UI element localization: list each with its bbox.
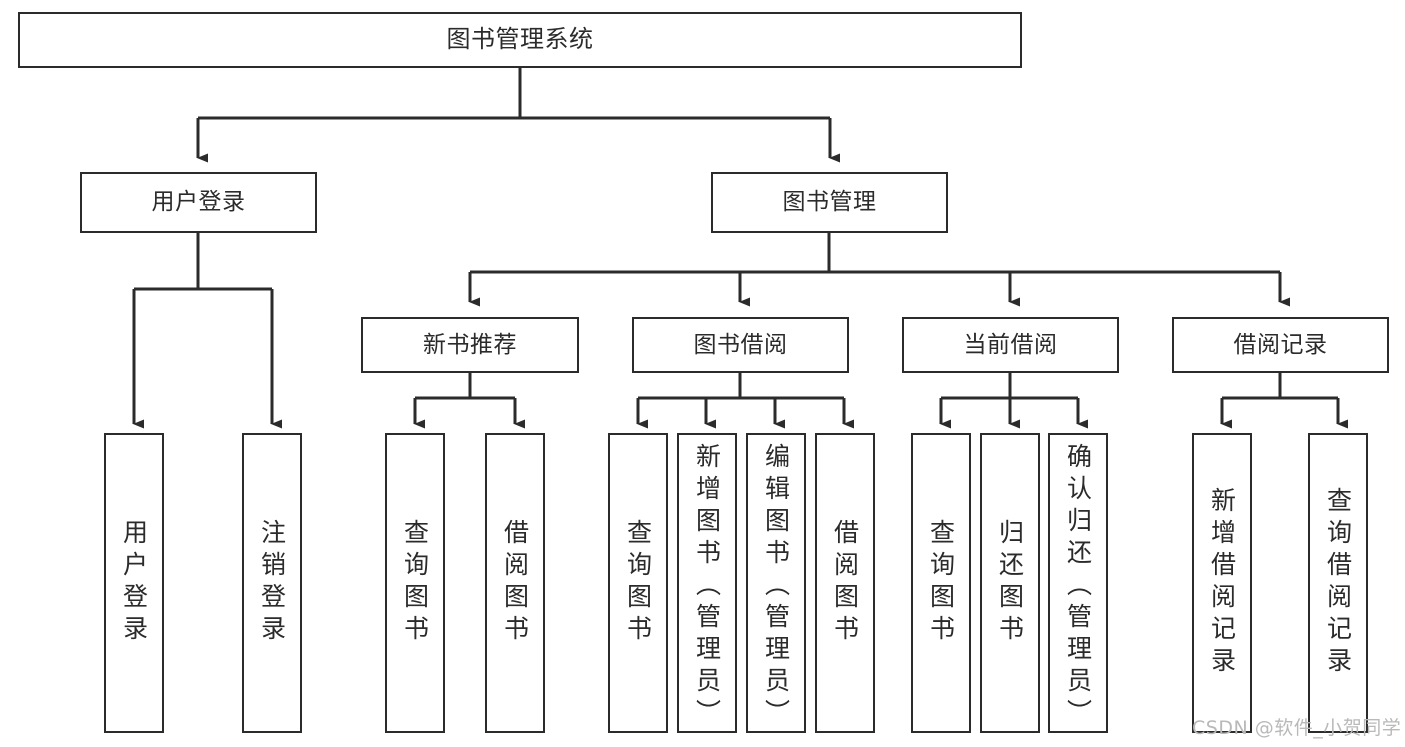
leaf-query-borrow-record[interactable]: 查询借阅记录 [1308,433,1368,733]
node-user-login[interactable]: 用户登录 [80,172,317,233]
node-label: 借阅图书 [500,519,530,647]
node-root-book-management-system[interactable]: 图书管理系统 [18,12,1022,68]
leaf-query-book-current[interactable]: 查询图书 [911,433,971,733]
watermark-text: CSDN @软件_小贺同学 [1192,717,1402,739]
leaf-logout[interactable]: 注销登录 [242,433,302,733]
node-label: 图书借阅 [693,331,788,358]
leaf-borrow-book-recommend[interactable]: 借阅图书 [485,433,545,733]
node-label: 用户登录 [119,519,149,647]
node-label: 当前借阅 [963,331,1058,358]
leaf-borrow-book[interactable]: 借阅图书 [815,433,875,733]
node-label: 新增图书（管理员） [692,443,722,731]
node-label: 查询图书 [926,519,956,647]
node-book-borrow[interactable]: 图书借阅 [632,317,849,373]
node-label: 新书推荐 [423,331,517,358]
node-label: 图书管理 [782,189,877,216]
node-label: 注销登录 [257,519,287,647]
leaf-confirm-return-admin[interactable]: 确认归还（管理员） [1048,433,1108,733]
node-label: 查询图书 [623,519,653,647]
node-label: 借阅图书 [830,519,860,647]
node-new-book-recommend[interactable]: 新书推荐 [361,317,579,373]
node-label: 图书管理系统 [446,25,594,54]
leaf-add-borrow-record[interactable]: 新增借阅记录 [1192,433,1252,733]
node-label: 归还图书 [995,519,1025,647]
leaf-add-book-admin[interactable]: 新增图书（管理员） [677,433,737,733]
node-label: 查询借阅记录 [1323,487,1353,679]
leaf-query-book-recommend[interactable]: 查询图书 [385,433,445,733]
node-current-borrow[interactable]: 当前借阅 [902,317,1119,373]
node-label: 查询图书 [400,519,430,647]
node-label: 编辑图书（管理员） [761,443,791,731]
leaf-user-login[interactable]: 用户登录 [104,433,164,733]
node-label: 新增借阅记录 [1207,487,1237,679]
node-label: 用户登录 [151,189,246,216]
leaf-return-book[interactable]: 归还图书 [980,433,1040,733]
node-label: 确认归还（管理员） [1063,443,1093,731]
node-label: 借阅记录 [1233,331,1328,358]
leaf-query-book-borrow[interactable]: 查询图书 [608,433,668,733]
leaf-edit-book-admin[interactable]: 编辑图书（管理员） [746,433,806,733]
node-book-management[interactable]: 图书管理 [711,172,948,233]
node-borrow-record[interactable]: 借阅记录 [1172,317,1389,373]
